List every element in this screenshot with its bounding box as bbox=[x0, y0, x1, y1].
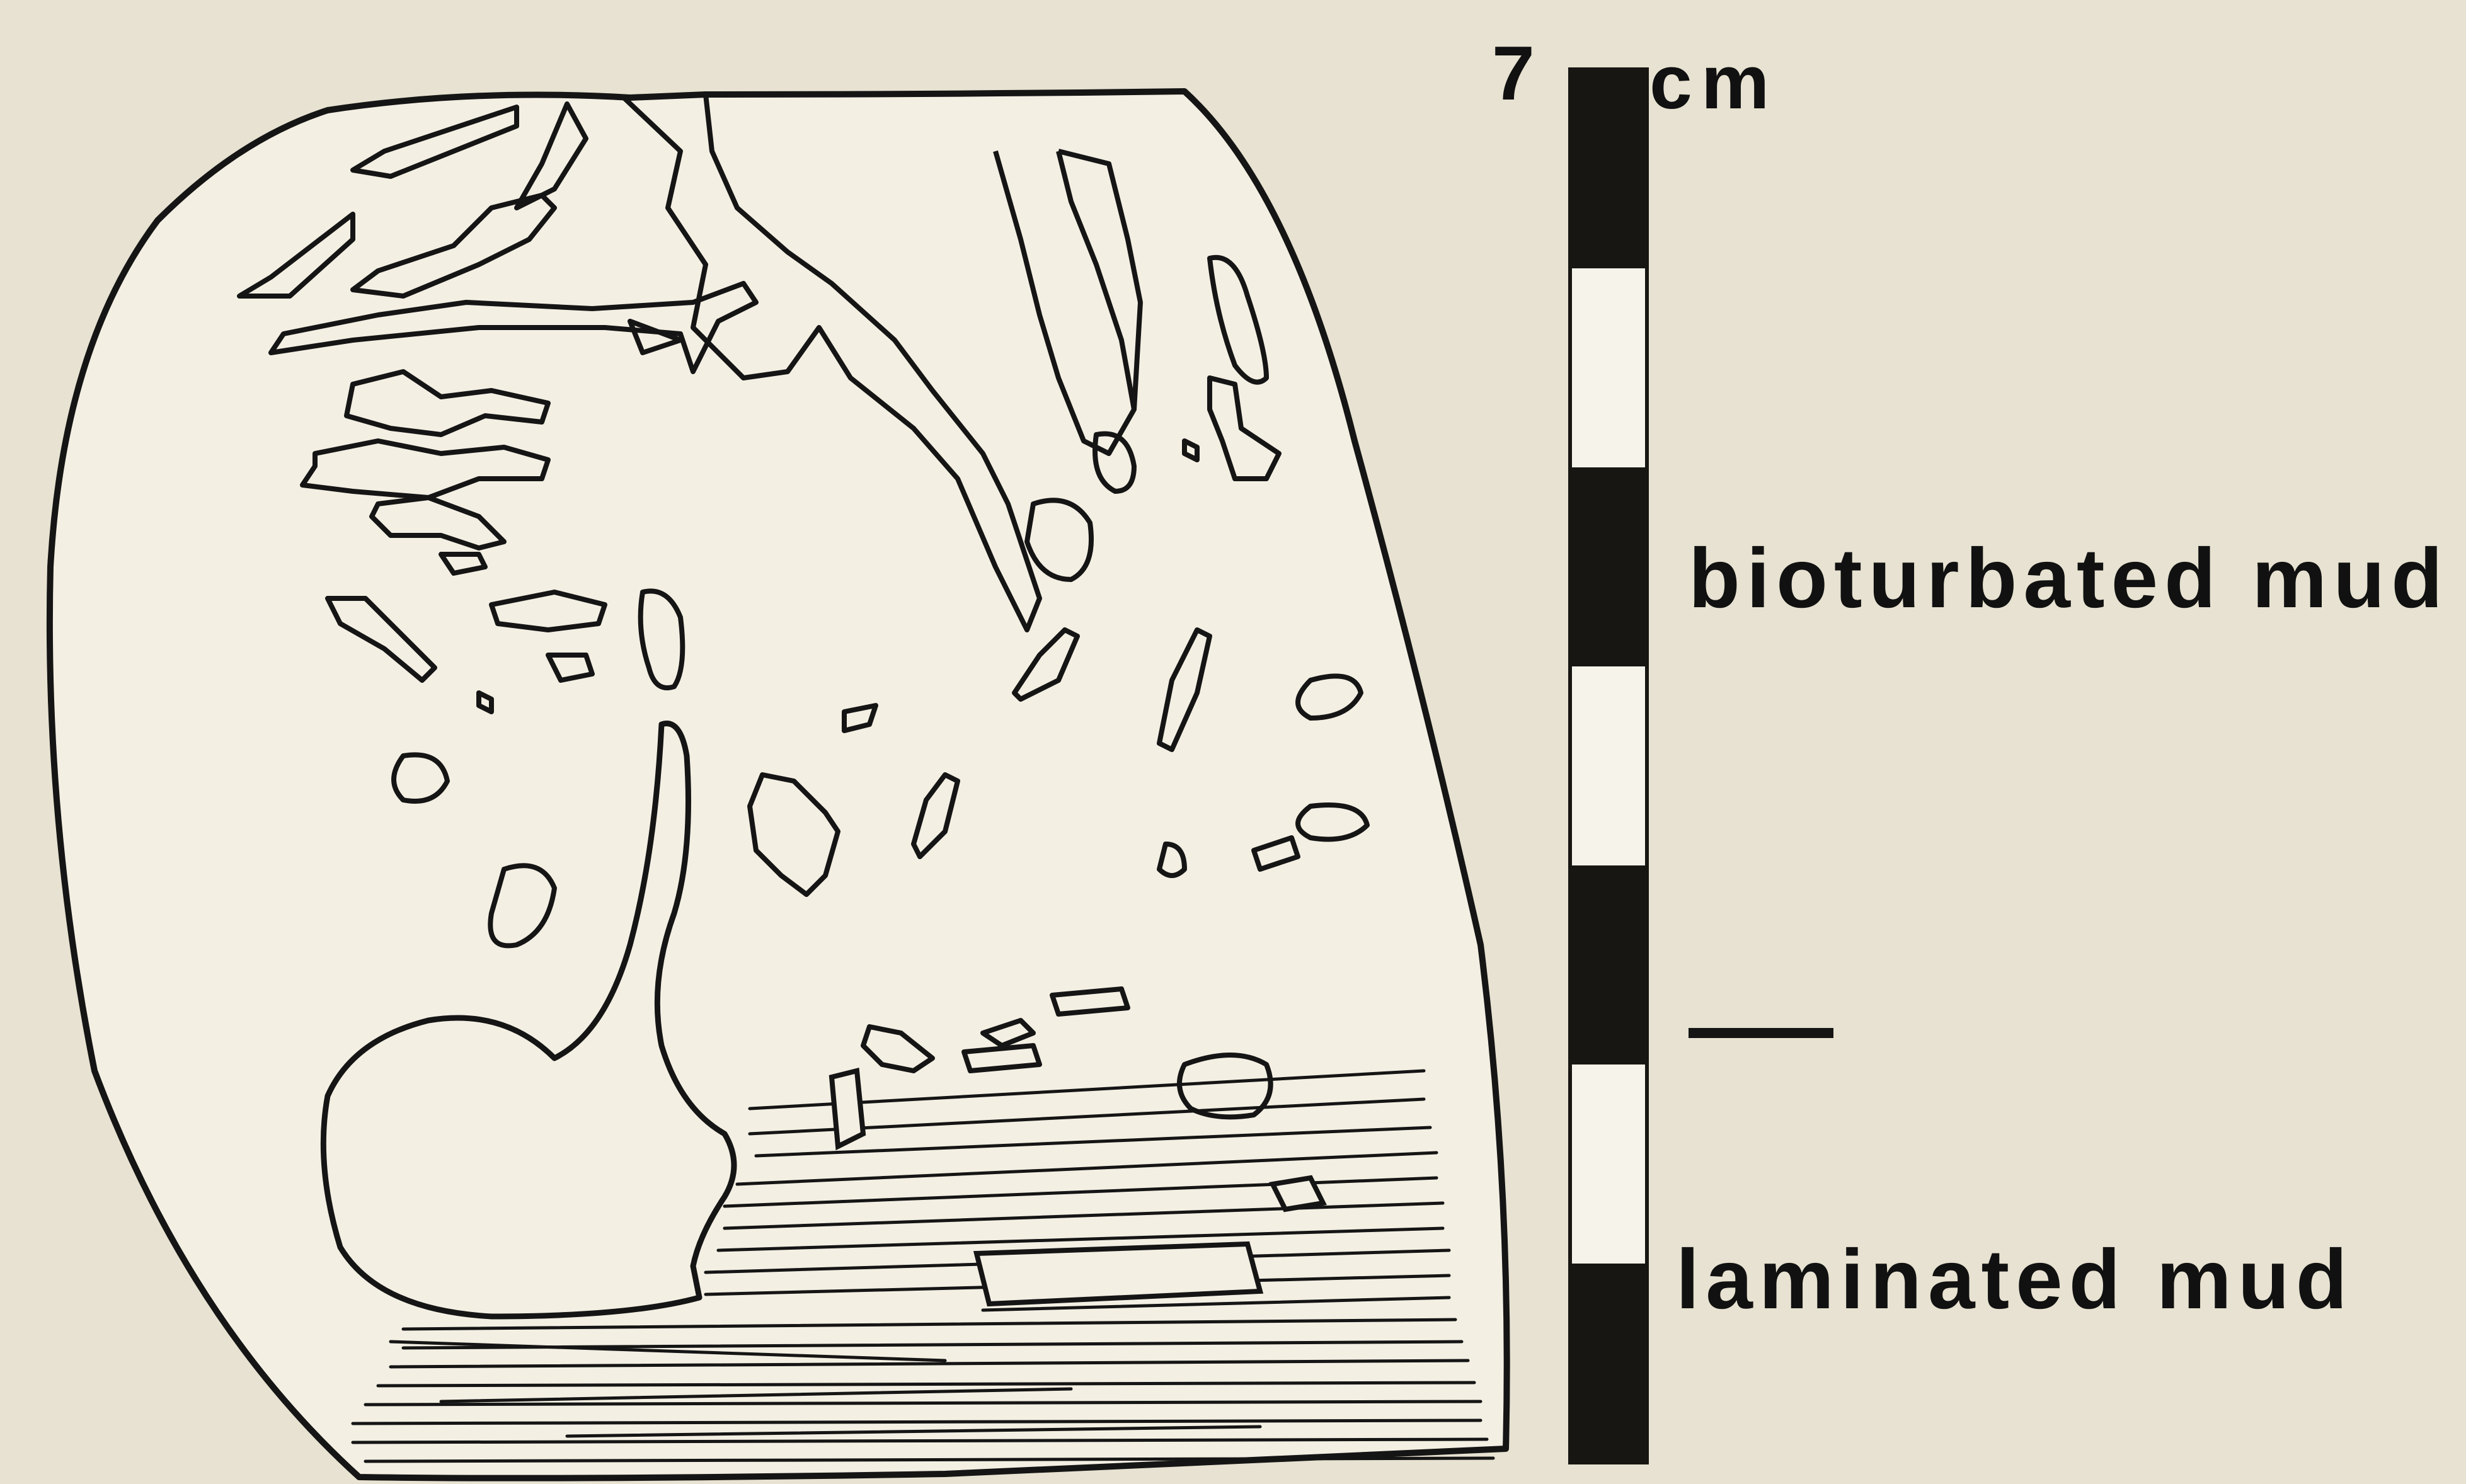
bioturbated-mud-label: bioturbated mud bbox=[1689, 530, 2449, 627]
scale-bar bbox=[1570, 69, 1647, 1463]
scale-segment-2 bbox=[1570, 268, 1647, 467]
scale-segment-3 bbox=[1570, 467, 1647, 666]
scale-segment-4 bbox=[1570, 666, 1647, 865]
scale-unit-label: cm bbox=[1649, 38, 1778, 126]
scale-segment-7 bbox=[1570, 1264, 1647, 1463]
scale-value-label: 7 bbox=[1492, 29, 1539, 117]
scale-segment-6 bbox=[1570, 1064, 1647, 1264]
scale-segment-1 bbox=[1570, 69, 1647, 268]
scale-segment-5 bbox=[1570, 865, 1647, 1064]
laminated-mud-label: laminated mud bbox=[1676, 1231, 2354, 1328]
